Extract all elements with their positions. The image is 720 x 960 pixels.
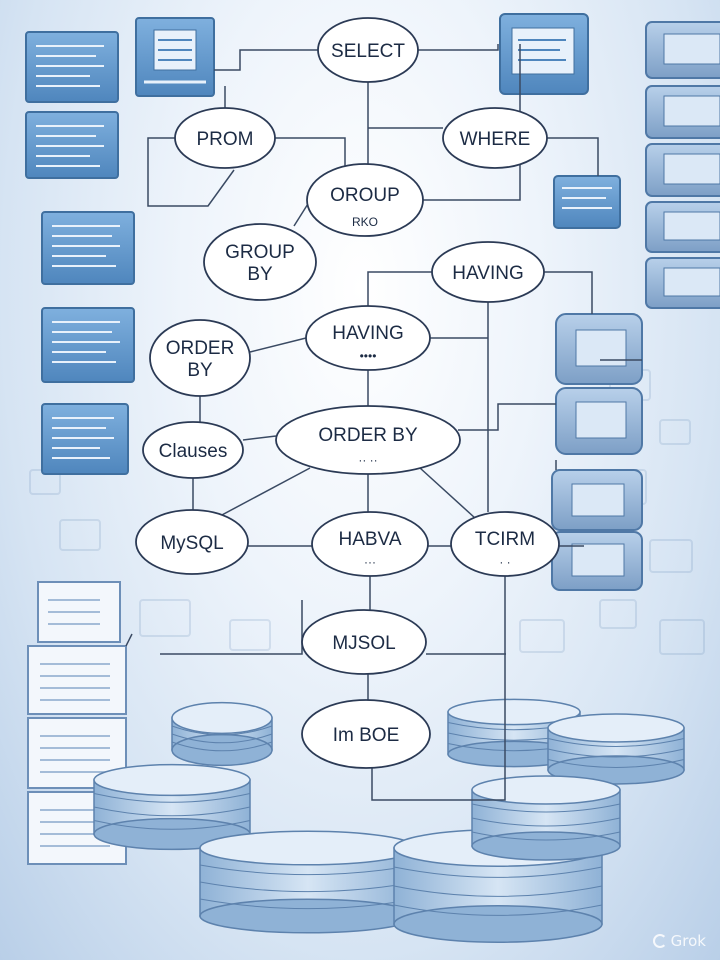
node-label: Im BOE — [333, 725, 400, 746]
database-cylinder-icon — [471, 775, 621, 861]
connector-line — [125, 633, 133, 647]
server-rack — [645, 21, 720, 309]
database-cylinder-icon — [199, 830, 417, 934]
node-label: OROUP — [330, 185, 400, 206]
node-label: ORDER — [166, 338, 235, 359]
node-ellipse — [301, 609, 427, 675]
node-sublabel: ·· ·· — [358, 453, 377, 467]
background-tiles — [29, 369, 705, 655]
node-select: SELECT — [317, 17, 419, 83]
node-mysql: MySQL — [135, 509, 249, 575]
node-label: MySQL — [160, 533, 223, 554]
node-ellipse — [149, 319, 251, 397]
document-panel — [25, 31, 119, 103]
node-label: TCIRM — [475, 529, 535, 550]
node-ellipse — [301, 699, 431, 769]
node-label: BY — [187, 360, 213, 381]
connector-line — [249, 337, 307, 353]
node-sublabel: · · — [499, 555, 510, 569]
database-cylinders — [93, 698, 685, 943]
node-ellipse — [275, 405, 461, 475]
connector-line — [545, 137, 599, 176]
document-panel — [499, 13, 589, 95]
node-group-center: OROUP RKO — [306, 163, 424, 237]
connector-line — [540, 271, 593, 314]
node-label: PROM — [197, 129, 254, 150]
node-ellipse — [450, 511, 560, 577]
node-ellipse — [317, 17, 419, 83]
document-panel — [41, 211, 135, 285]
node-clauses: Clauses — [142, 421, 244, 479]
document-panel — [553, 175, 621, 229]
grok-logo-icon — [652, 934, 667, 948]
node-having-center: HAVING •••• — [305, 305, 431, 371]
node-label: GROUP — [225, 242, 295, 263]
node-label: HABVA — [338, 529, 401, 550]
node-mjsol: MJSOL — [301, 609, 427, 675]
connector-line — [242, 435, 277, 441]
node-label: HAVING — [452, 263, 523, 284]
document-panel — [41, 307, 135, 383]
connector-lines — [125, 44, 642, 801]
node-ellipse — [135, 509, 249, 575]
node-tcirm: TCIRM · · — [450, 511, 560, 577]
node-label: BY — [247, 264, 273, 285]
node-having-right: HAVING — [431, 241, 545, 303]
database-cylinder-icon — [547, 713, 685, 785]
node-sublabel: ··· — [364, 555, 376, 569]
node-ellipse — [442, 107, 548, 169]
left-panel-stack — [25, 17, 215, 475]
node-ellipse — [306, 163, 424, 237]
watermark: Grok — [652, 932, 706, 950]
node-label: SELECT — [331, 41, 405, 62]
document-panel — [25, 111, 119, 179]
node-im-boe: Im BOE — [301, 699, 431, 769]
node-where: WHERE — [442, 107, 548, 169]
document-panel — [135, 17, 215, 97]
node-ellipse — [203, 223, 317, 301]
connector-line — [458, 403, 556, 431]
connector-line — [275, 137, 346, 166]
node-sublabel: •••• — [360, 349, 377, 363]
node-order-by-center: ORDER BY ·· ·· — [275, 405, 461, 475]
node-ellipse — [174, 107, 276, 169]
node-sublabel: RKO — [352, 215, 378, 229]
connector-line — [147, 137, 235, 207]
connector-line — [214, 49, 318, 71]
node-ellipse — [311, 511, 429, 577]
connector-line — [419, 467, 476, 519]
node-prom: PROM — [174, 107, 276, 169]
database-cylinder-icon — [171, 701, 273, 767]
node-ellipse — [431, 241, 545, 303]
node-label: WHERE — [460, 129, 531, 150]
connector-line — [418, 44, 499, 51]
node-ellipse — [142, 421, 244, 479]
connector-line — [367, 271, 432, 306]
node-habva: HABVA ··· — [311, 511, 429, 577]
connector-line — [160, 600, 303, 655]
connector-line — [371, 576, 506, 801]
document-panel — [41, 403, 129, 475]
connector-line — [219, 467, 311, 517]
watermark-text: Grok — [670, 932, 706, 950]
node-label: ORDER BY — [318, 425, 418, 446]
node-label: HAVING — [332, 323, 403, 344]
right-server-stack — [499, 13, 720, 591]
node-label: Clauses — [159, 441, 228, 462]
node-label: MJSOL — [332, 633, 395, 654]
node-ellipse — [305, 305, 431, 371]
server-rack — [551, 313, 643, 591]
